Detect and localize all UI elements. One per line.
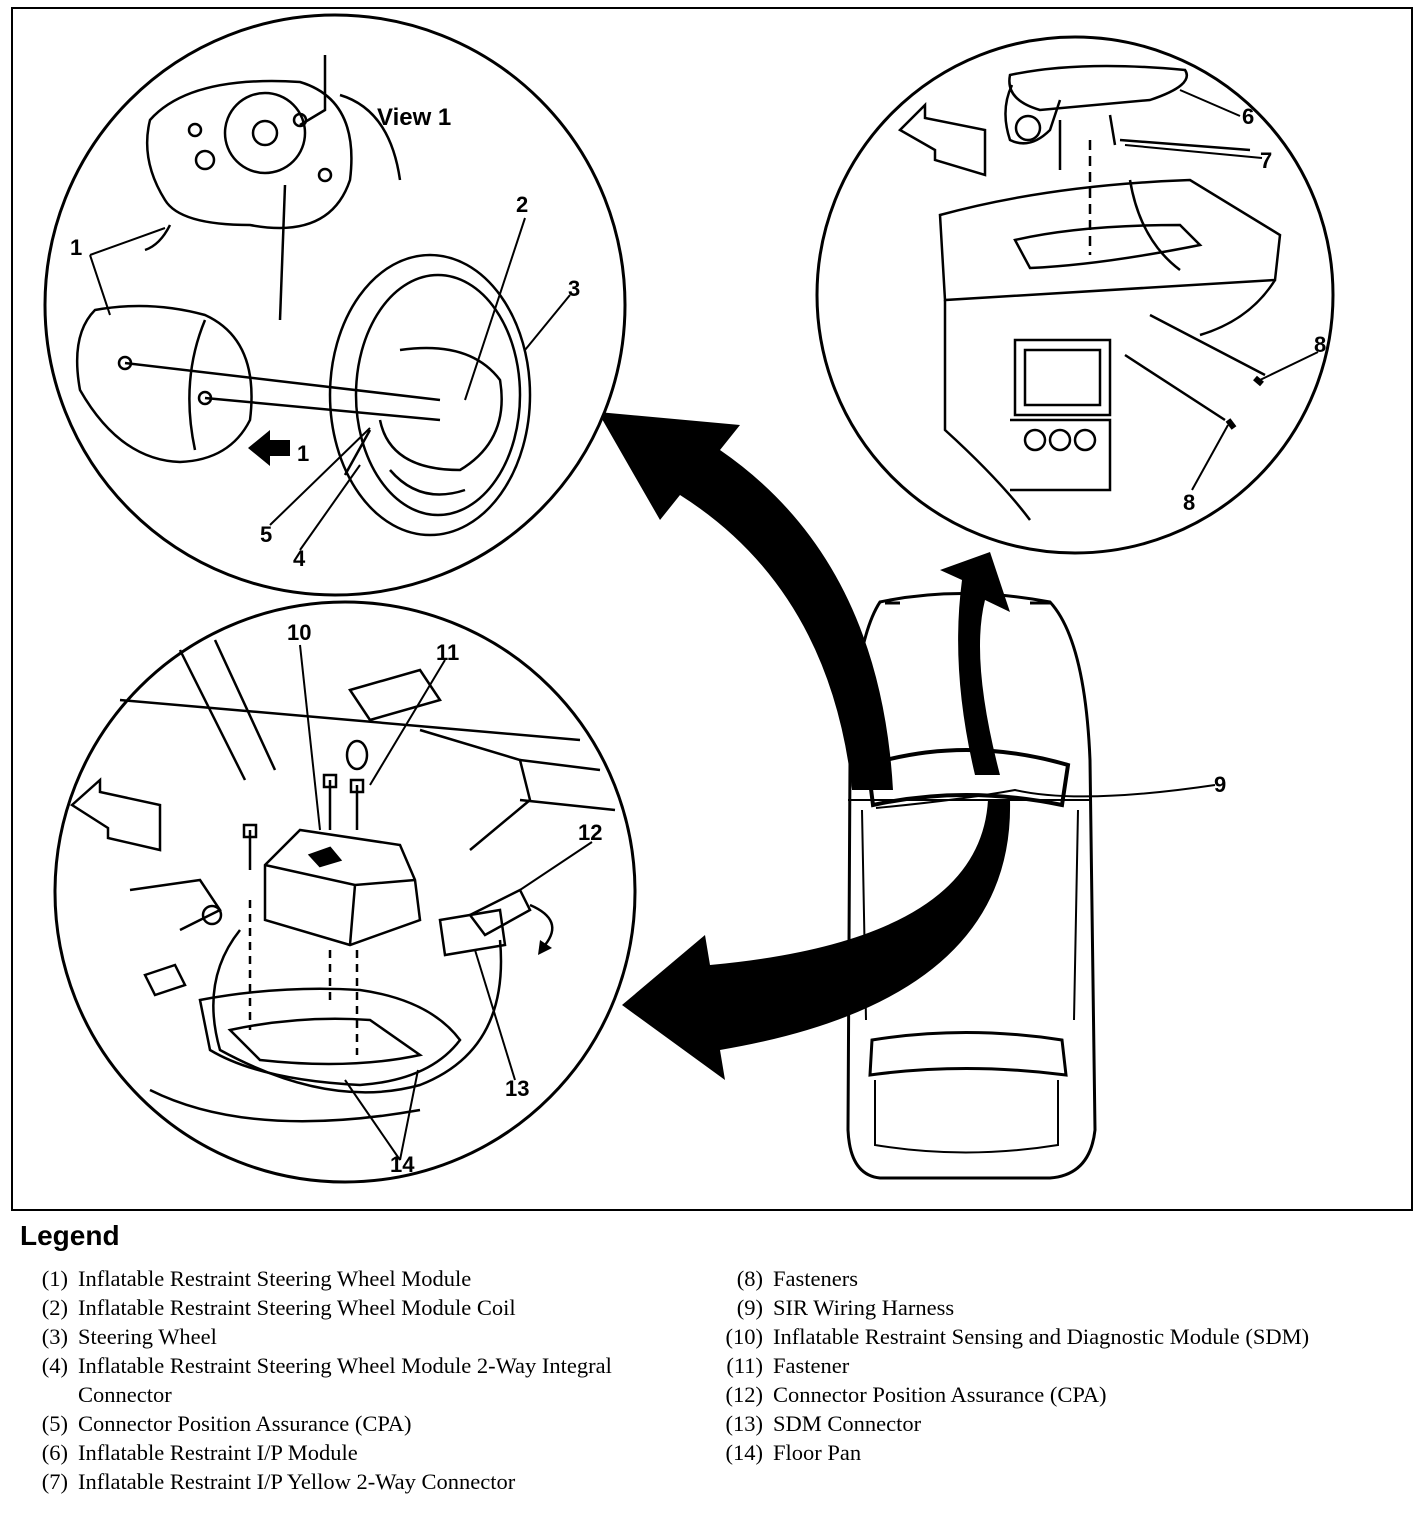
legend-item: (2) Inflatable Restraint Steering Wheel M… (20, 1293, 680, 1322)
callout-13: 13 (505, 1076, 529, 1101)
sdm-detail (53, 600, 637, 1184)
legend-text: SDM Connector (773, 1411, 922, 1436)
view-1-label: View 1 (377, 104, 451, 131)
legend-item: (13) SDM Connector (715, 1409, 1405, 1438)
legend-item: (12) Connector Position Assurance (CPA) (715, 1380, 1405, 1409)
forward-arrow-icon (69, 777, 162, 852)
legend-number: (4) (41, 1353, 68, 1378)
legend-number: (12) (725, 1382, 764, 1407)
legend-number: (13) (725, 1411, 764, 1436)
arrow-to-steering-wheel (598, 412, 893, 790)
callout-10: 10 (287, 620, 311, 645)
callout-1: 1 (70, 235, 82, 260)
legend-text: Inflatable Restraint I/P Yellow 2-Way Co… (78, 1469, 516, 1494)
legend-item: (10) Inflatable Restraint Sensing and Dia… (715, 1322, 1405, 1351)
callout-11: 11 (436, 640, 459, 665)
callout-3: 3 (568, 276, 580, 301)
legend-text: SIR Wiring Harness (773, 1295, 955, 1320)
arrow-to-sdm (622, 800, 1011, 1080)
legend-item: (5) Connector Position Assurance (CPA) (20, 1409, 680, 1438)
instrument-panel-detail (815, 35, 1335, 555)
sweep-arrows (598, 412, 1011, 1080)
legend-item: (3) Steering Wheel (20, 1322, 680, 1351)
legend-text: Fasteners (773, 1266, 858, 1291)
legend-number: (14) (725, 1440, 764, 1465)
legend-text: Inflatable Restraint Steering Wheel Modu… (78, 1266, 472, 1291)
steering-wheel-detail (43, 13, 627, 597)
legend-number: (10) (725, 1324, 764, 1349)
view-arrow-label: 1 (297, 441, 309, 466)
legend-item: (9) SIR Wiring Harness (715, 1293, 1405, 1322)
legend-text: Connector Position Assurance (CPA) (78, 1411, 412, 1436)
legend-item: (11) Fastener (715, 1351, 1405, 1380)
forward-arrow-icon (897, 101, 987, 177)
callout-8b: 8 (1183, 490, 1195, 515)
callout-4: 4 (293, 546, 306, 571)
legend-number: (3) (41, 1324, 68, 1349)
sir-component-diagram: View 1 1 2 3 4 5 6 7 8 8 9 10 11 12 13 1… (11, 7, 1413, 1211)
legend-text: Steering Wheel (78, 1324, 217, 1349)
legend-text: Inflatable Restraint Steering Wheel Modu… (78, 1353, 612, 1407)
callout-7: 7 (1260, 148, 1272, 173)
legend-column-right: (8) Fasteners (9) SIR Wiring Harness (10) I… (715, 1264, 1405, 1467)
legend-text: Fastener (773, 1353, 850, 1378)
legend-number: (5) (41, 1411, 68, 1436)
legend-number: (2) (41, 1295, 68, 1320)
callout-2: 2 (516, 192, 528, 217)
callout-12: 12 (578, 820, 602, 845)
callout-9: 9 (1214, 772, 1226, 797)
diagram-canvas: View 1 1 2 3 4 5 6 7 8 8 9 10 11 12 13 1… (11, 7, 1413, 1211)
figure-frame (11, 7, 1413, 1211)
legend-text: Inflatable Restraint I/P Module (78, 1440, 358, 1465)
callout-6: 6 (1242, 104, 1254, 129)
legend-item: (6) Inflatable Restraint I/P Module (20, 1438, 680, 1467)
legend-item: (8) Fasteners (715, 1264, 1405, 1293)
view-arrow-icon (248, 430, 290, 466)
legend-number: (1) (41, 1266, 68, 1291)
legend-number: (9) (736, 1295, 763, 1320)
legend-item: (14) Floor Pan (715, 1438, 1405, 1467)
callout-14: 14 (390, 1152, 415, 1177)
legend-number: (11) (726, 1353, 763, 1378)
arrow-to-instrument-panel (940, 552, 1010, 775)
legend-text: Inflatable Restraint Sensing and Diagnos… (773, 1324, 1310, 1349)
callout-5: 5 (260, 522, 272, 547)
sir-harness-leader (875, 784, 1216, 809)
legend-text: Floor Pan (773, 1440, 862, 1465)
legend-text: Inflatable Restraint Steering Wheel Modu… (78, 1295, 516, 1320)
legend-item: (1) Inflatable Restraint Steering Wheel M… (20, 1264, 680, 1293)
legend-item: (4) Inflatable Restraint Steering Wheel M… (20, 1351, 680, 1409)
legend-item: (7) Inflatable Restraint I/P Yellow 2-Way… (20, 1467, 680, 1496)
legend-text: Connector Position Assurance (CPA) (773, 1382, 1107, 1407)
legend-column-left: (1) Inflatable Restraint Steering Wheel M… (20, 1264, 680, 1496)
legend-number: (6) (41, 1440, 68, 1465)
legend-number: (7) (41, 1469, 68, 1494)
leader-lines (89, 89, 1319, 1161)
legend-title: Legend (20, 1220, 120, 1251)
legend-number: (8) (736, 1266, 763, 1291)
callout-8a: 8 (1314, 332, 1326, 357)
